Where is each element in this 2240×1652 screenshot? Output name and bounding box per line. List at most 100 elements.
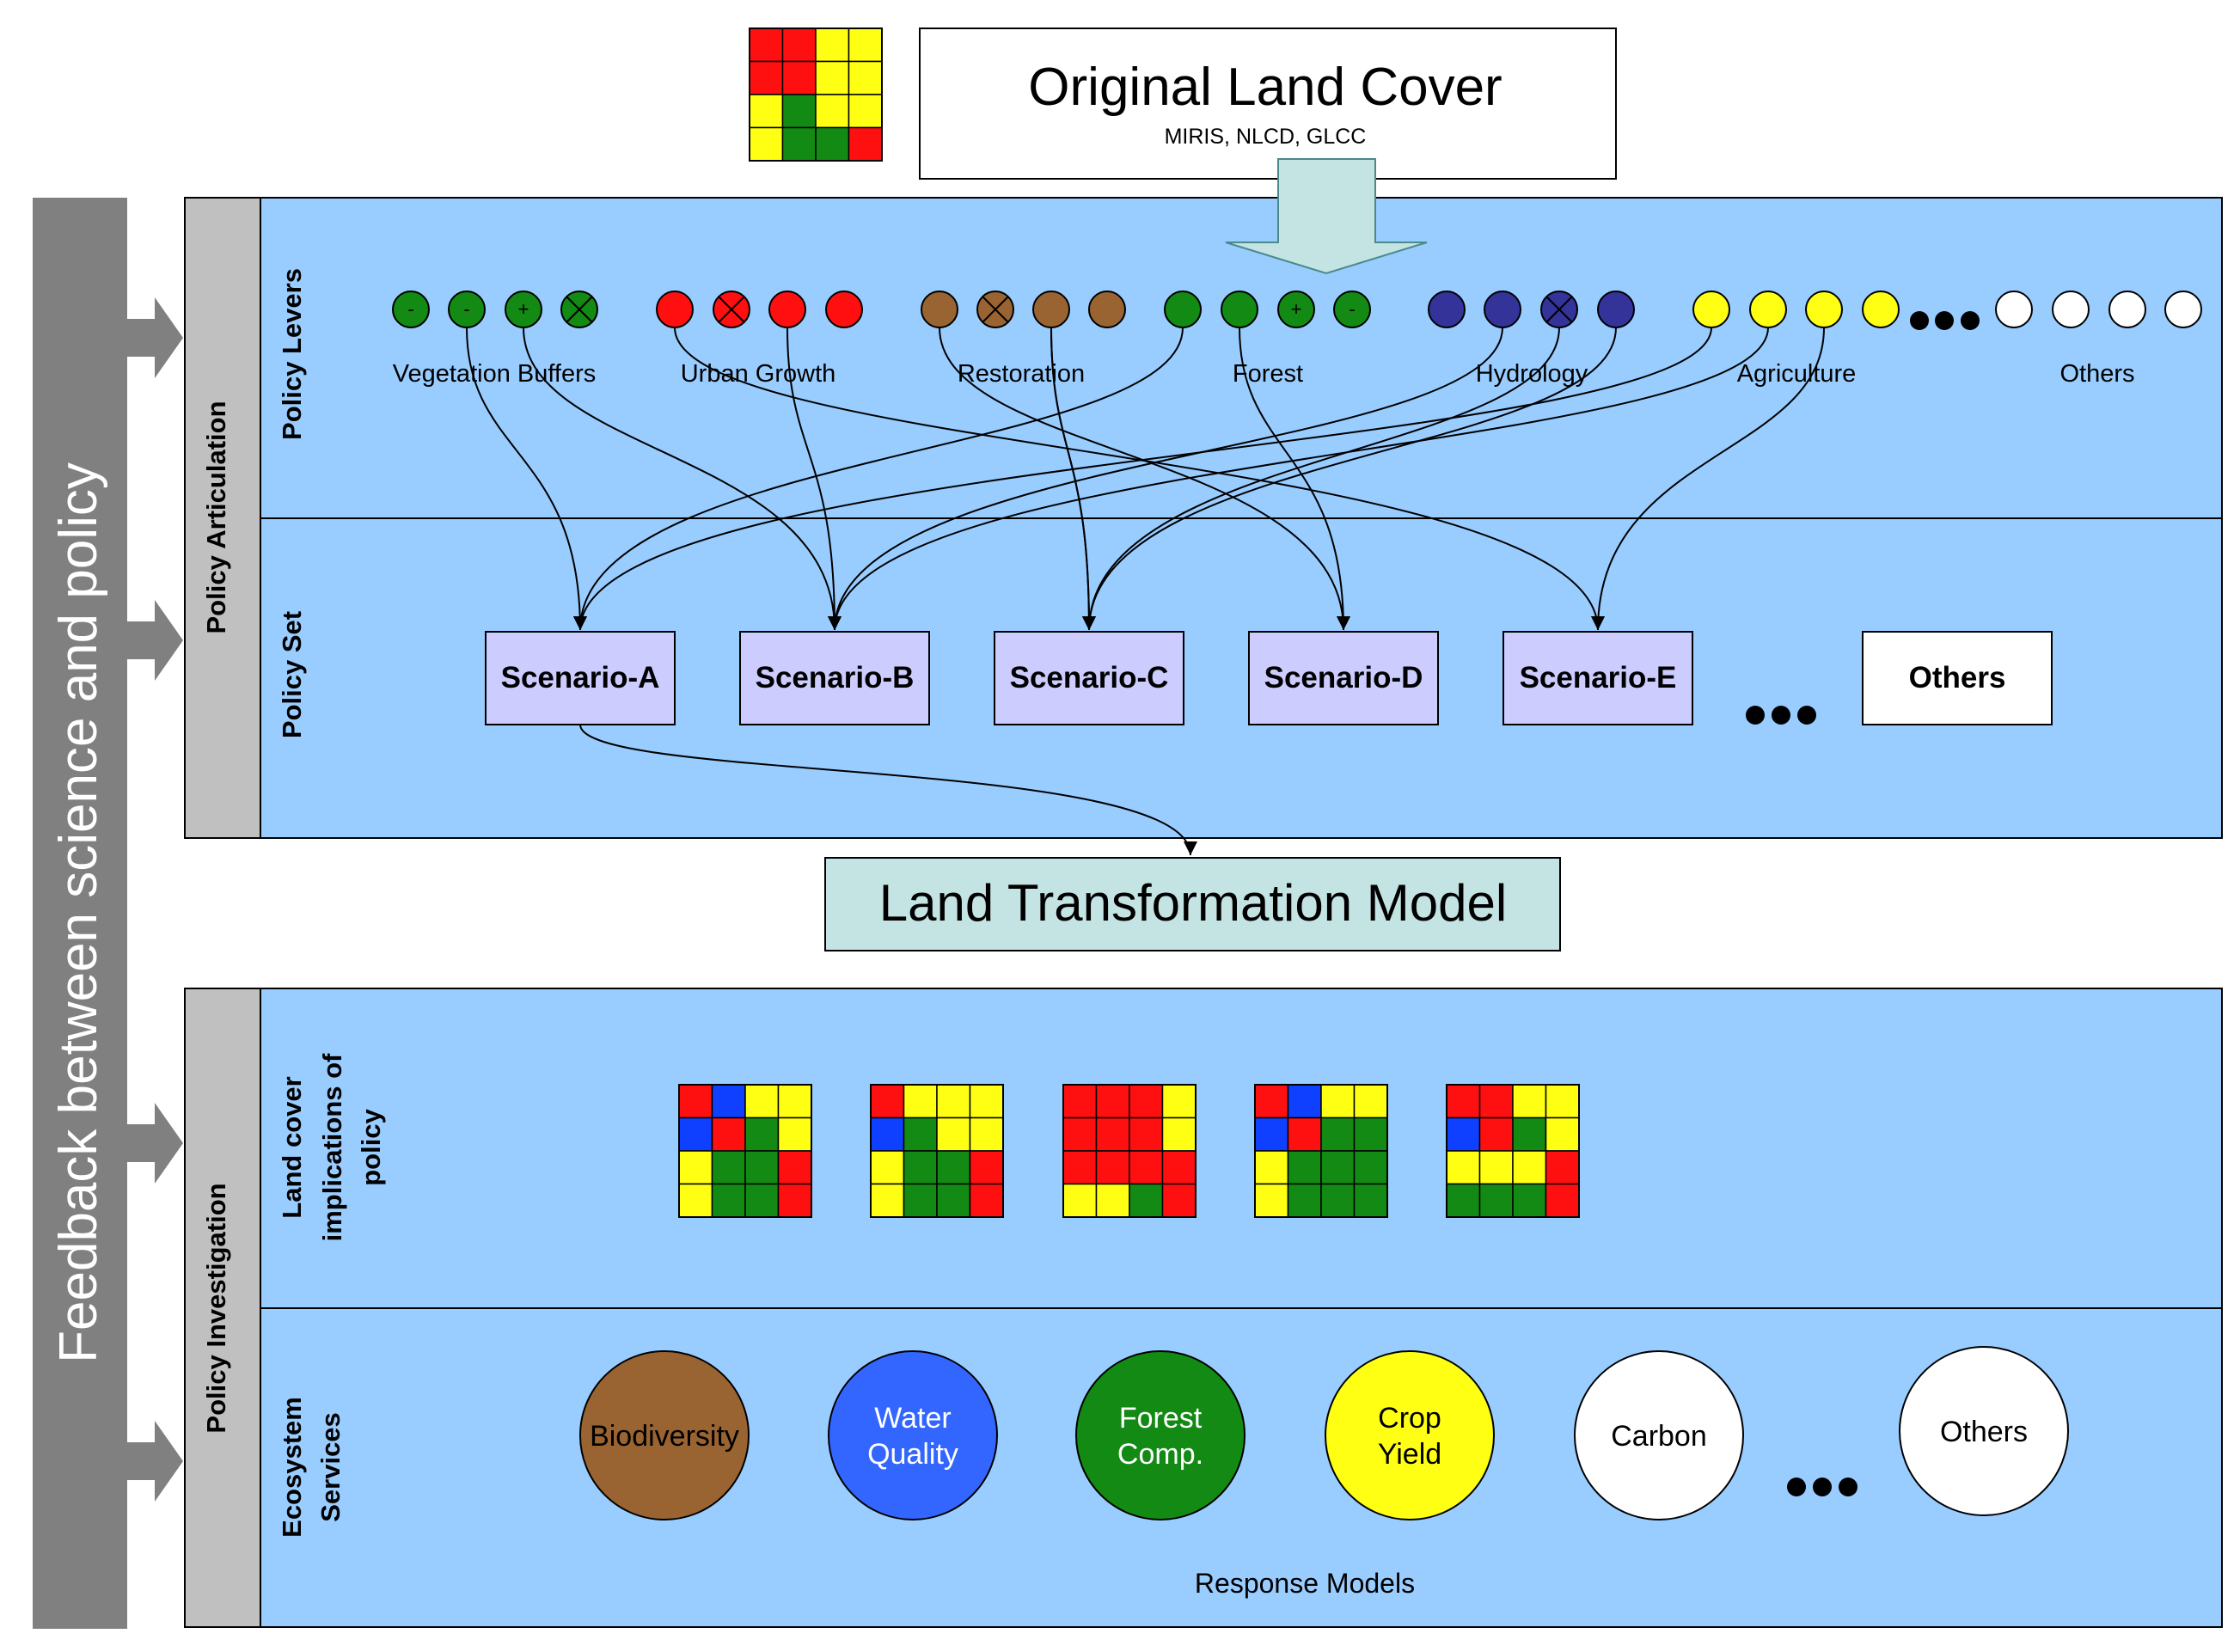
ecosystem-label-line-1: Ecosystem <box>277 1397 307 1538</box>
policy-set-label: Policy Set <box>277 611 307 738</box>
grid-cell <box>815 60 850 95</box>
grid-cell <box>711 1117 746 1152</box>
ecosystem-services: BiodiversityWaterQualityForestComp.CropY… <box>579 1346 2069 1520</box>
land-cover-grid <box>1446 1084 1580 1218</box>
lever-circle <box>1805 291 1843 328</box>
grid-cell <box>678 1084 713 1119</box>
grid-cell <box>848 126 883 162</box>
grid-cell <box>1254 1084 1289 1119</box>
grid-cell <box>777 1084 812 1119</box>
grid-cell <box>777 1117 812 1152</box>
lever-group: Others <box>1995 291 2202 388</box>
feedback-arrow-icon <box>127 600 183 681</box>
grid-cell <box>936 1117 971 1152</box>
land-transformation-model-label: Land Transformation Model <box>879 874 1507 932</box>
cross-icon <box>566 296 593 323</box>
lever-link-arrow <box>1082 327 1617 631</box>
grid-cell <box>744 1117 780 1152</box>
lever-circle <box>768 291 806 328</box>
grid-cell <box>781 94 817 129</box>
policy-levers-label: Policy Levers <box>277 268 307 440</box>
ecosystem-service-label: Water <box>874 1402 951 1435</box>
grid-cell <box>1254 1183 1289 1218</box>
grid-cell <box>1353 1117 1388 1152</box>
grid-cell <box>1446 1084 1481 1119</box>
grid-cell <box>749 126 784 162</box>
response-models-label: Response Models <box>1195 1568 1415 1599</box>
lever-link-arrow <box>1082 327 1560 631</box>
lever-link-arrow <box>1239 327 1350 631</box>
grid-cell <box>1095 1150 1130 1185</box>
original-land-cover-sources: MIRIS, NLCD, GLCC <box>1165 125 1367 149</box>
lever-circle <box>1749 291 1787 328</box>
land-cover-grid <box>1254 1084 1388 1218</box>
grid-cell <box>1545 1150 1580 1185</box>
lever-link-arrow <box>828 327 1769 631</box>
grid-cell <box>1062 1117 1098 1152</box>
grid-cell <box>1512 1084 1547 1119</box>
lever-sign: + <box>1291 298 1302 320</box>
grid-cell <box>848 60 883 95</box>
grid-cell <box>815 28 850 63</box>
lever-link-arrow <box>573 327 1184 631</box>
lever-link-arrow <box>1050 327 1096 631</box>
down-arrow-icon <box>1225 158 1428 275</box>
lever-circle <box>921 291 958 328</box>
grid-cell <box>1129 1183 1164 1218</box>
grid-cell <box>1512 1150 1547 1185</box>
scenario-label: Scenario-A <box>501 661 660 694</box>
grid-cell <box>848 28 883 63</box>
policy-articulation-label: Policy Articulation <box>201 401 231 633</box>
original-grid-cells <box>749 28 883 162</box>
ecosystem-service-label: Quality <box>867 1438 958 1471</box>
grid-cell <box>744 1183 780 1218</box>
grid-cell <box>1446 1150 1481 1185</box>
feedback-bar <box>33 198 127 1629</box>
grid-cell <box>1129 1117 1164 1152</box>
lever-group: +-Forest <box>1164 291 1371 388</box>
lever-group-label: Forest <box>1233 360 1303 388</box>
grid-cell <box>1446 1117 1481 1152</box>
grid-cell <box>1095 1084 1130 1119</box>
lever-link-arrow <box>786 327 842 631</box>
scenario-box: Scenario-D <box>1248 631 1439 725</box>
grid-cell <box>777 1183 812 1218</box>
grid-cell <box>744 1084 780 1119</box>
land-cover-grid <box>678 1084 812 1218</box>
lever-group-label: Restoration <box>958 360 1085 388</box>
grid-cell <box>870 1183 905 1218</box>
land-cover-grid <box>1062 1084 1197 1218</box>
grid-cell <box>903 1084 938 1119</box>
grid-cell <box>1129 1150 1164 1185</box>
scenario-label: Scenario-B <box>756 661 915 694</box>
policy-investigation-label: Policy Investigation <box>201 1183 231 1433</box>
lever-circle <box>656 291 694 328</box>
grid-cell <box>1353 1183 1388 1218</box>
scenario-box: Scenario-A <box>485 631 676 725</box>
grid-cell <box>1287 1084 1322 1119</box>
grid-cell <box>749 60 784 95</box>
lever-link-arrow <box>466 327 587 631</box>
lever-circle <box>1164 291 1202 328</box>
scenario-box: Scenario-C <box>994 631 1184 725</box>
grid-cell <box>1161 1183 1197 1218</box>
grid-cell <box>1254 1117 1289 1152</box>
feedback-arrow-icon <box>127 1103 183 1184</box>
scenario-to-model-arrow <box>579 724 1197 856</box>
lever-group: --+Vegetation Buffers <box>392 291 598 388</box>
policy-set-scenarios: Scenario-A Scenario-B Scenario-C Scenario-D… <box>485 631 2053 725</box>
grid-cell <box>1512 1117 1547 1152</box>
grid-cell <box>1320 1084 1356 1119</box>
grid-cell <box>903 1117 938 1152</box>
land-transformation-model-box <box>824 857 1561 951</box>
grid-cell <box>870 1084 905 1119</box>
scenario-label: Scenario-E <box>1520 661 1677 694</box>
ecosystem-service-circle: Others <box>1899 1346 2069 1516</box>
grid-cell <box>1353 1150 1388 1185</box>
feedback-arrow-icon <box>127 297 183 378</box>
